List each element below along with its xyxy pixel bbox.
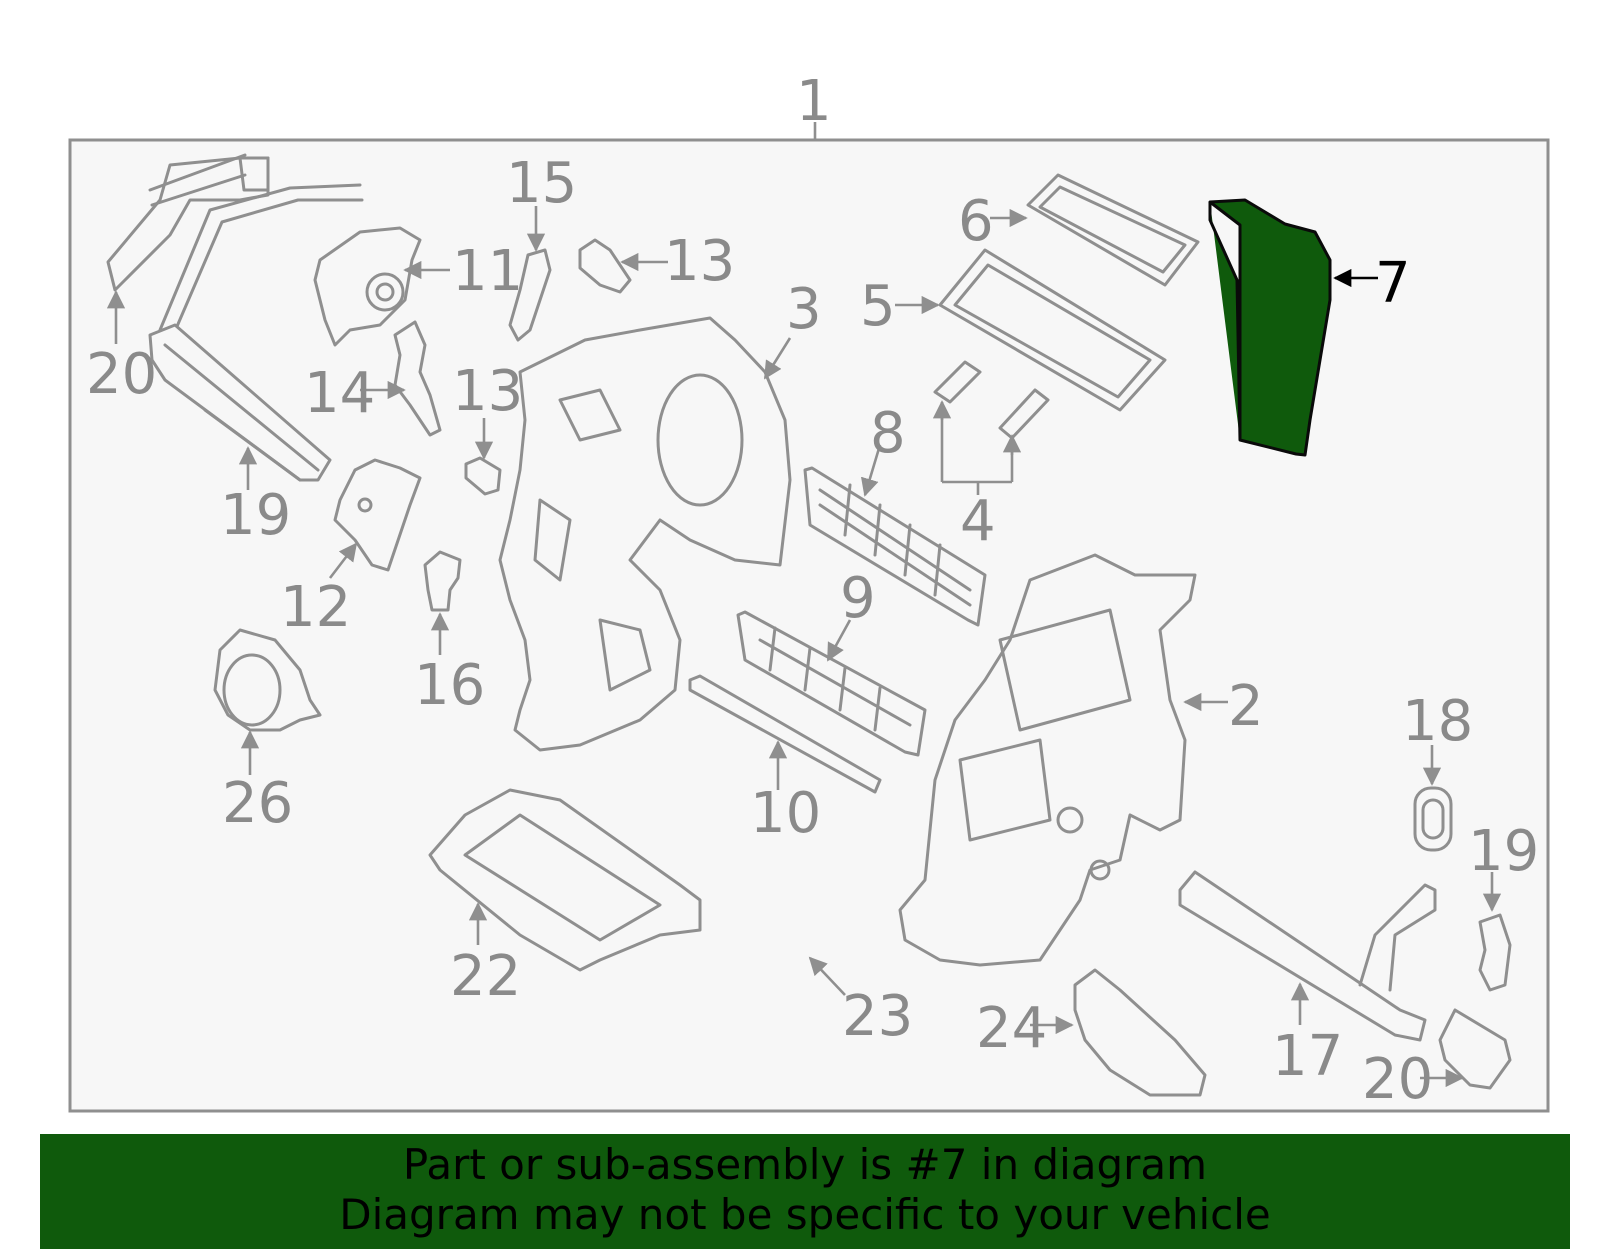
callout-21[interactable]: 19 xyxy=(220,483,291,548)
part-15[interactable] xyxy=(508,248,552,342)
callout-1[interactable]: 1 xyxy=(796,69,832,134)
callout-16[interactable]: 16 xyxy=(414,653,485,718)
callout-8[interactable]: 8 xyxy=(870,401,906,466)
part-14[interactable] xyxy=(393,320,442,437)
callout-7[interactable]: 7 xyxy=(1375,251,1411,316)
callout-13-mid[interactable]: 13 xyxy=(452,359,523,424)
part-20[interactable] xyxy=(1438,1008,1512,1090)
callout-24[interactable]: 23 xyxy=(842,984,913,1049)
callout-11[interactable]: 11 xyxy=(452,239,523,304)
callout-26[interactable]: 26 xyxy=(222,771,293,836)
info-banner: Part or sub-assembly is #7 in diagram Di… xyxy=(40,1134,1570,1249)
part-23[interactable] xyxy=(428,788,702,972)
part-7-highlighted[interactable] xyxy=(1208,198,1332,457)
part-17[interactable] xyxy=(1178,870,1437,1042)
callout-6[interactable]: 6 xyxy=(958,189,994,254)
part-13-top[interactable] xyxy=(578,238,632,294)
callout-17[interactable]: 17 xyxy=(1272,1024,1343,1089)
part-8[interactable] xyxy=(803,466,987,627)
callout-9[interactable]: 9 xyxy=(840,566,876,631)
callout-15[interactable]: 15 xyxy=(506,151,577,216)
part-2[interactable] xyxy=(898,553,1197,967)
part-10[interactable] xyxy=(688,674,882,794)
part-25[interactable] xyxy=(1073,968,1207,1097)
callout-5[interactable]: 5 xyxy=(860,274,896,339)
part-6[interactable] xyxy=(1026,173,1200,287)
part-11[interactable] xyxy=(313,226,422,347)
callout-13-top[interactable]: 13 xyxy=(664,229,735,294)
part-19[interactable] xyxy=(1478,913,1512,992)
callout-4[interactable]: 4 xyxy=(960,489,996,554)
part-24[interactable] xyxy=(706,841,864,1064)
banner-line-2: Diagram may not be specific to your vehi… xyxy=(339,1190,1271,1239)
callout-3[interactable]: 3 xyxy=(786,277,822,342)
callout-19[interactable]: 19 xyxy=(1468,819,1539,884)
callout-2[interactable]: 2 xyxy=(1228,674,1264,739)
part-4[interactable] xyxy=(932,360,1050,495)
callout-12[interactable]: 12 xyxy=(280,575,351,640)
callout-14[interactable]: 14 xyxy=(304,361,375,426)
part-26[interactable] xyxy=(213,628,322,732)
banner-line-1: Part or sub-assembly is #7 in diagram xyxy=(402,1140,1208,1189)
callout-18[interactable]: 18 xyxy=(1402,689,1473,754)
callout-23[interactable]: 22 xyxy=(450,944,521,1009)
part-12[interactable] xyxy=(333,458,422,572)
part-16[interactable] xyxy=(423,550,462,612)
callout-10[interactable]: 10 xyxy=(750,781,821,846)
callout-20[interactable]: 20 xyxy=(1362,1047,1433,1112)
part-9[interactable] xyxy=(736,610,927,757)
callout-22[interactable]: 20 xyxy=(86,342,157,407)
part-18[interactable] xyxy=(1413,786,1453,852)
part-3[interactable] xyxy=(498,316,792,752)
part-5[interactable] xyxy=(938,248,1167,412)
callout-25[interactable]: 24 xyxy=(976,996,1047,1061)
part-21[interactable] xyxy=(148,183,364,482)
